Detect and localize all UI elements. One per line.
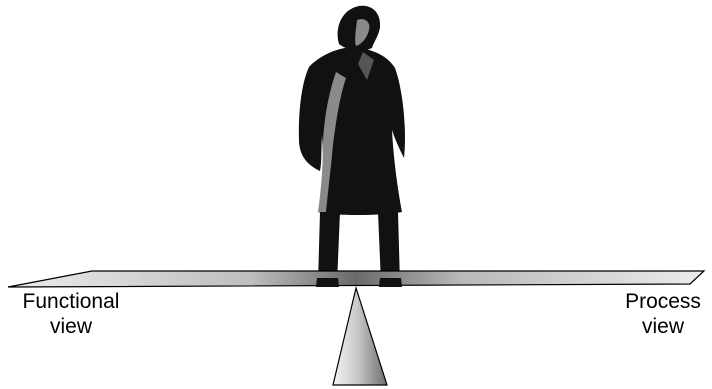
process-view-label-line1: Process <box>615 289 711 314</box>
fulcrum-icon <box>333 288 387 385</box>
woman-figure-icon <box>299 6 405 283</box>
functional-view-label-line1: Functional <box>6 289 136 314</box>
process-view-label-line2: view <box>615 314 711 339</box>
process-view-label: Process view <box>615 289 711 339</box>
functional-view-label: Functional view <box>6 289 136 339</box>
functional-view-label-line2: view <box>6 314 136 339</box>
balance-plank-icon <box>8 271 704 287</box>
